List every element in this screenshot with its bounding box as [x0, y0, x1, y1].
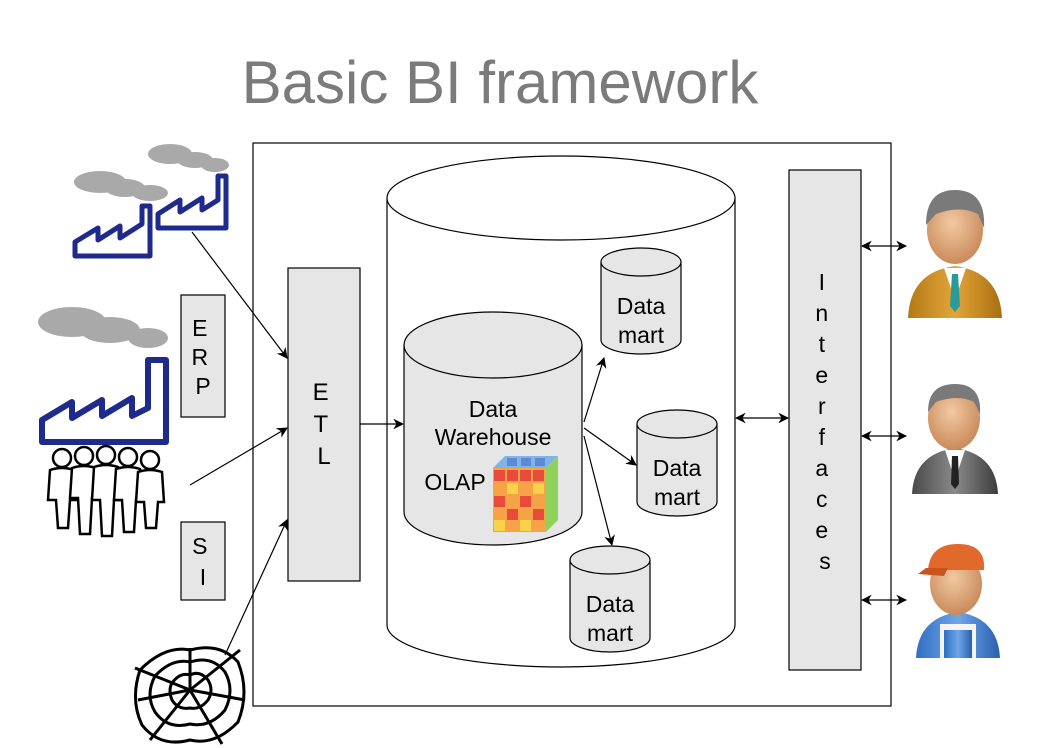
data-mart-2-line1: Data — [653, 455, 702, 481]
warehouse-label-line2: Warehouse — [435, 424, 552, 450]
interfaces-box — [788, 169, 862, 671]
etl-box — [287, 267, 361, 582]
warehouse-label-line1: Data — [469, 396, 518, 422]
si-label: S I — [192, 533, 214, 590]
interfaces-label: I n t e r f a c e s — [815, 269, 834, 574]
data-mart-1: Data mart — [600, 247, 682, 355]
worker-user-icon — [916, 544, 1000, 658]
si-box — [180, 521, 226, 601]
factory-icon — [72, 144, 229, 259]
erp-box — [180, 294, 226, 418]
data-mart-1-line2: mart — [618, 322, 665, 348]
page-title: Basic BI framework — [241, 49, 759, 116]
data-mart-2: Data mart — [636, 409, 718, 517]
etl-label: E T L — [313, 379, 336, 470]
data-mart-1-line1: Data — [617, 293, 666, 319]
olap-label: OLAP — [424, 469, 485, 495]
manager-user-icon — [908, 190, 1002, 318]
erp-label: E R P — [191, 315, 214, 399]
business-user-icon — [912, 384, 998, 494]
warehouse-to-datamart-arrows — [583, 356, 637, 547]
source-to-etl-arrows — [189, 231, 288, 656]
olap-cube-icon — [493, 456, 558, 532]
data-mart-3-line2: mart — [587, 620, 634, 646]
factory-icon — [38, 307, 169, 445]
crowd-icon — [46, 444, 166, 538]
spider-web-icon — [134, 646, 246, 745]
data-mart-3: Data mart — [569, 545, 651, 653]
interfaces-user-arrows — [860, 240, 908, 606]
data-mart-2-line2: mart — [654, 484, 701, 510]
data-mart-3-line1: Data — [586, 591, 635, 617]
